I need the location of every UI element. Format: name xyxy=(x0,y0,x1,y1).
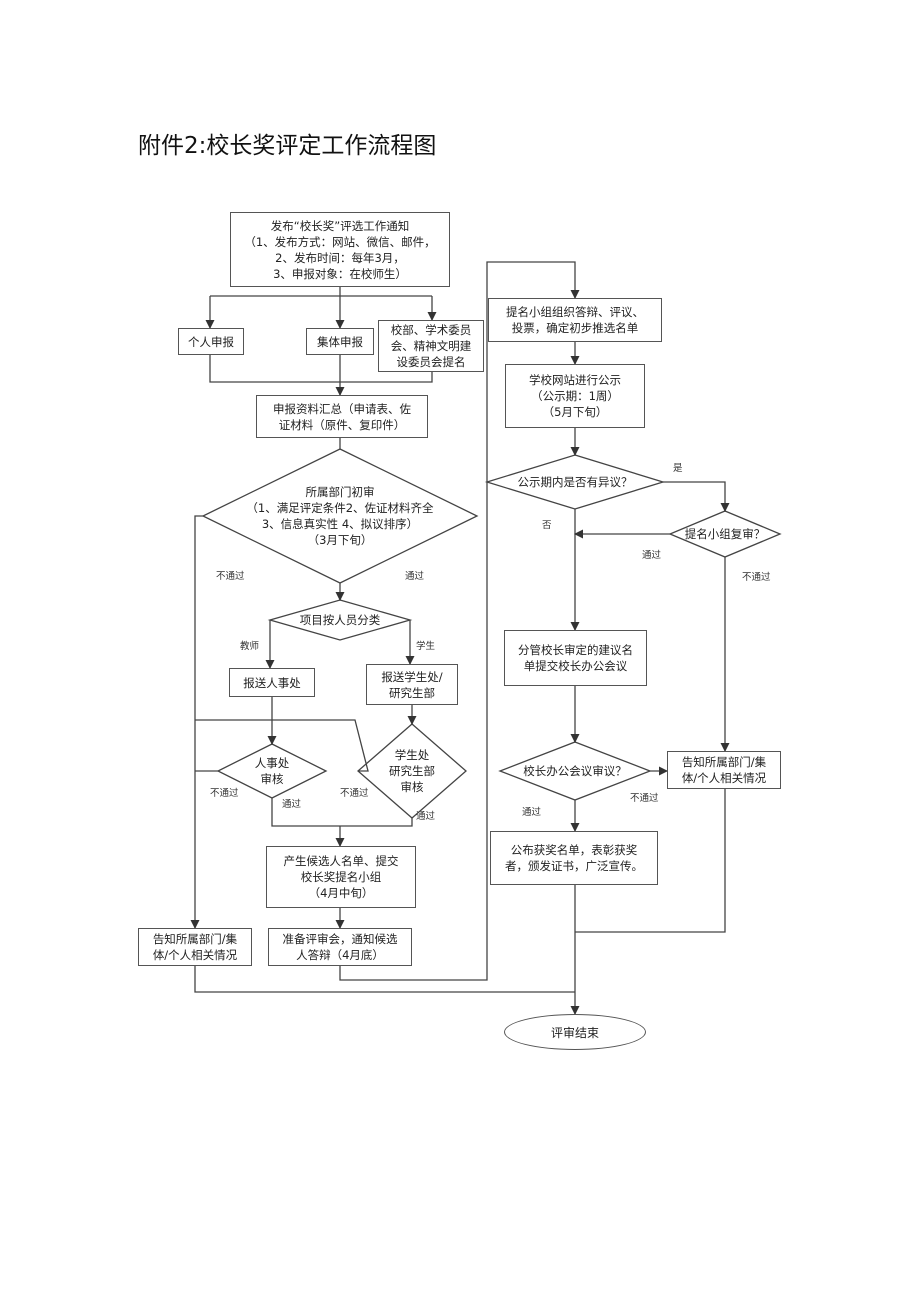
label-recheck-pass: 通过 xyxy=(642,550,662,561)
group-apply-box: 集体申报 xyxy=(306,328,374,355)
classify-text: 项目按人员分类 xyxy=(299,613,381,627)
label-dept-pass: 通过 xyxy=(405,571,425,582)
meeting-text: 校长办公会议审议？ xyxy=(523,764,627,778)
individual-apply-box: 个人申报 xyxy=(178,328,244,355)
prepare-review-box: 准备评审会，通知候选 人答辩（4月底） xyxy=(268,928,412,966)
label-meeting-pass: 通过 xyxy=(522,807,542,818)
hr-review-text: 人事处 审核 xyxy=(254,756,290,786)
label-hr-pass: 通过 xyxy=(282,799,302,810)
announce-box: 公布获奖名单，表彰获奖 者，颁发证书，广泛宣传。 xyxy=(490,831,658,885)
label-recheck-fail: 不通过 xyxy=(742,572,771,583)
objection-text: 公示期内是否有异议？ xyxy=(517,475,633,489)
page-title: 附件2:校长奖评定工作流程图 xyxy=(138,133,437,159)
send-hr-box: 报送人事处 xyxy=(229,668,315,697)
label-objection-no: 否 xyxy=(542,520,552,531)
vp-review-box: 分管校长审定的建议名 单提交校长办公会议 xyxy=(504,630,647,686)
send-student-box: 报送学生处/ 研究生部 xyxy=(366,664,458,705)
dept-review-text: 所属部门初审 （1、满足评定条件2、佐证材料齐全 3、信息真实性 4、拟议排序）… xyxy=(246,485,434,547)
collect-materials-box: 申报资料汇总（申请表、佐 证材料（原件、复印件） xyxy=(256,395,428,438)
label-student: 学生 xyxy=(416,641,436,652)
notify-right-box: 告知所属部门/集 体/个人相关情况 xyxy=(667,751,781,789)
label-hr-fail: 不通过 xyxy=(210,788,239,799)
candidates-box: 产生候选人名单、提交 校长奖提名小组 （4月中旬） xyxy=(266,846,416,908)
student-review-text: 学生处 研究生部 审核 xyxy=(389,748,435,794)
label-objection-yes: 是 xyxy=(673,463,683,474)
label-meeting-fail: 不通过 xyxy=(630,793,659,804)
end-terminal: 评审结束 xyxy=(504,1014,646,1050)
label-student-fail: 不通过 xyxy=(340,788,369,799)
panel-defense-box: 提名小组组织答辩、评议、 投票，确定初步推选名单 xyxy=(488,298,662,342)
label-dept-fail: 不通过 xyxy=(216,571,245,582)
label-student-pass: 通过 xyxy=(416,811,436,822)
publicity-box: 学校网站进行公示 （公示期：1周） （5月下旬） xyxy=(505,364,645,428)
label-teacher: 教师 xyxy=(240,641,260,652)
nominate-box: 校部、学术委员 会、精神文明建 设委员会提名 xyxy=(378,320,484,372)
panel-recheck-text: 提名小组复审？ xyxy=(684,527,766,541)
publish-notice-box: 发布“校长奖”评选工作通知 （1、发布方式：网站、微信、邮件， 2、发布时间：每… xyxy=(230,212,450,287)
classify-diamond xyxy=(267,599,413,641)
notify-left-box: 告知所属部门/集 体/个人相关情况 xyxy=(138,928,252,966)
